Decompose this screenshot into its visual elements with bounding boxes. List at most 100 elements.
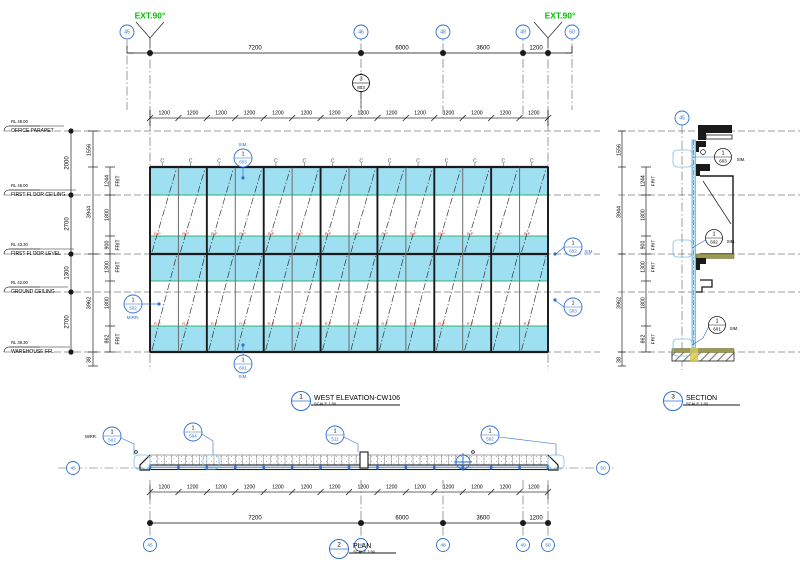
mullion-type-labels: CCCCCCCCCCCCCC bbox=[160, 158, 534, 167]
dimension-tick bbox=[175, 114, 182, 122]
grid-bubble-label: 50 bbox=[569, 29, 575, 35]
callout-601-bottom[interactable]: 1 601 SIM. bbox=[233, 343, 253, 379]
callout-number: 1 bbox=[488, 428, 491, 434]
glass-type-marker: R.P bbox=[268, 231, 275, 236]
plan-callout-511[interactable]: 1 511 bbox=[325, 425, 359, 452]
curtain-wall-facade: R.PR.PR.PR.PR.PR.PR.PR.PR.PR.PR.PR.PR.PR… bbox=[149, 158, 549, 354]
dimension-tick bbox=[232, 488, 239, 496]
level-rl: RL 42.00 bbox=[11, 280, 29, 285]
section-callout-601[interactable]: 1 601 SIM. bbox=[672, 316, 739, 357]
glazing-diagonal bbox=[236, 168, 263, 253]
glazing-diagonal bbox=[521, 255, 547, 351]
dimension-text: 7200 bbox=[248, 46, 262, 52]
dimension-text: 1244 bbox=[104, 175, 110, 187]
elevation-grid-bubbles: 45 46 48 49 50 bbox=[119, 24, 580, 40]
callout-note: SIM. bbox=[730, 326, 739, 331]
callout-602-right[interactable]: 1 602 SIM. bbox=[553, 237, 594, 257]
plan-grid-lines bbox=[149, 480, 549, 545]
glazing-diagonal bbox=[492, 168, 518, 253]
view-number: 3 bbox=[671, 394, 675, 401]
dimension-tick bbox=[516, 114, 523, 122]
dimension-text: 1200 bbox=[471, 110, 483, 116]
glazing-diagonal bbox=[208, 168, 234, 253]
section-callout-602[interactable]: 1 602 SIM. bbox=[672, 229, 735, 258]
plan-callout-502-left[interactable]: 1 502 MIRR. bbox=[85, 426, 135, 455]
frit-note: FRIT bbox=[115, 175, 121, 186]
dimension-text: 6000 bbox=[395, 46, 409, 52]
grid-bubble-label: 45 bbox=[679, 115, 685, 121]
mullion-type-label: C bbox=[331, 158, 335, 164]
dimension-tick bbox=[374, 114, 381, 122]
grid-bubble-label: 46 bbox=[358, 29, 364, 35]
level-rl: RL 39.30 bbox=[11, 340, 29, 345]
callout-603-top[interactable]: 1 603 SIM. bbox=[233, 142, 253, 180]
glass-type-marker: R.P bbox=[353, 321, 360, 326]
level-name: OFFICE PARAPET bbox=[11, 128, 54, 134]
plan-bottom-grid-bubbles: 45 46 48 49 50 bbox=[143, 538, 555, 552]
mullion-type-label: C bbox=[416, 158, 420, 164]
glazing-diagonal bbox=[293, 168, 319, 253]
glass-type-marker: R.P bbox=[182, 321, 189, 326]
view-scale: SCALE 1:50 bbox=[686, 401, 709, 406]
mullion-type-label: C bbox=[189, 158, 193, 164]
plan-callout-502-right[interactable]: 1 502 bbox=[480, 425, 557, 455]
svg-text:-: - bbox=[338, 551, 340, 556]
level-name: FIRST FLOOR CEILING bbox=[11, 192, 65, 198]
plan-title-block: 2 - PLAN SCALE 1:50 bbox=[329, 539, 396, 559]
callout-sheet: 504 bbox=[189, 434, 197, 439]
dimension-tick bbox=[487, 488, 495, 496]
section-callout-603[interactable]: 1 603 SIM. bbox=[672, 148, 745, 168]
dimension-text: 1200 bbox=[471, 484, 483, 490]
dimension-text: 1200 bbox=[272, 110, 284, 116]
glass-type-marker: R.P bbox=[438, 231, 445, 236]
dimension-tick bbox=[402, 114, 410, 122]
callout-sheet: 502 bbox=[129, 306, 137, 311]
view-number: 1 bbox=[299, 394, 303, 401]
glass-type-marker: R.P bbox=[467, 321, 474, 326]
ext-angle-label-right: EXT.90° bbox=[545, 10, 576, 20]
callout-503-right[interactable]: 1 503 bbox=[553, 297, 583, 317]
glazing-diagonal bbox=[407, 168, 433, 253]
plan-mullion-mark bbox=[290, 465, 294, 470]
level-name: WAREHOUSE FFL bbox=[11, 349, 54, 355]
plan-callout-504[interactable]: 1 504 bbox=[183, 422, 214, 455]
glazing-diagonal bbox=[379, 255, 405, 351]
glazing-diagonal bbox=[293, 255, 319, 351]
dimension-tick bbox=[317, 488, 324, 496]
glazing-diagonal bbox=[322, 168, 348, 253]
glass-type-marker: R.P bbox=[296, 231, 303, 236]
section-marker-803[interactable]: 3 803 bbox=[352, 73, 370, 108]
dimension-text: 2000 bbox=[65, 156, 71, 170]
plan-point-marker bbox=[471, 450, 475, 454]
glazing-diagonal bbox=[151, 168, 177, 253]
dimension-text: 1200 bbox=[386, 484, 398, 490]
grid-bubble-label: 45 bbox=[70, 465, 76, 471]
level-tag-warehouse-ffl: RL 39.30 WAREHOUSE FFL bbox=[3, 340, 70, 355]
callout-sheet: 601 bbox=[239, 366, 247, 371]
grid-bubble-label: 45 bbox=[124, 29, 130, 35]
glass-type-marker: R.P bbox=[182, 231, 189, 236]
level-tag-office-parapet: RL 48.00 OFFICE PARAPET bbox=[3, 119, 64, 134]
plan-mullion-mark bbox=[205, 465, 209, 470]
plan-mullion-mark bbox=[177, 465, 180, 470]
glazing-diagonal-symbols bbox=[151, 168, 547, 351]
callout-note: SIM. bbox=[238, 142, 247, 147]
dimension-text: 1200 bbox=[215, 110, 227, 116]
glass-type-marker: R.P bbox=[325, 321, 332, 326]
glazing-diagonal bbox=[180, 255, 206, 351]
dimension-text: 1200 bbox=[357, 110, 369, 116]
dimension-text: 1800 bbox=[640, 209, 646, 221]
glass-type-marker: R.P bbox=[239, 321, 246, 326]
dimension-text: 3962 bbox=[616, 297, 622, 309]
dimension-tick bbox=[487, 114, 495, 122]
callout-sheet: 602 bbox=[569, 249, 577, 254]
frit-note: FRIT bbox=[650, 240, 656, 251]
dimension-tick bbox=[288, 114, 296, 122]
callout-502-left[interactable]: 1 502 MIRR. bbox=[123, 294, 161, 320]
mullion-type-label: C bbox=[473, 158, 477, 164]
callout-number: 1 bbox=[712, 231, 715, 237]
plan-mullion-mark bbox=[433, 465, 436, 470]
dimension-text: 6000 bbox=[395, 516, 409, 522]
dimension-text: 2700 bbox=[65, 217, 71, 231]
